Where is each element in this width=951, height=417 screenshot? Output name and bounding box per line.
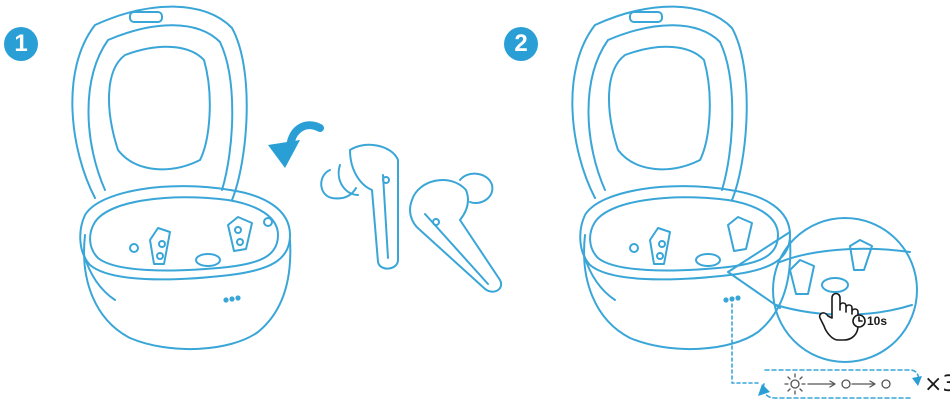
pointing-hand-icon — [820, 294, 858, 341]
led-light-icon — [785, 374, 805, 394]
repeat-label: ×3 — [924, 372, 950, 397]
earbud-right — [410, 174, 501, 292]
zoom-line-top — [728, 232, 790, 272]
curved-arrow-icon — [268, 125, 320, 168]
led-off-icon — [882, 380, 890, 388]
charging-case-2 — [572, 7, 790, 349]
led-indicator-panel — [758, 370, 922, 398]
timer-label: 10s — [867, 314, 887, 328]
charging-case-1 — [72, 7, 290, 349]
earbud-left — [321, 145, 398, 269]
led-off-icon — [842, 380, 850, 388]
clock-icon — [853, 315, 865, 327]
